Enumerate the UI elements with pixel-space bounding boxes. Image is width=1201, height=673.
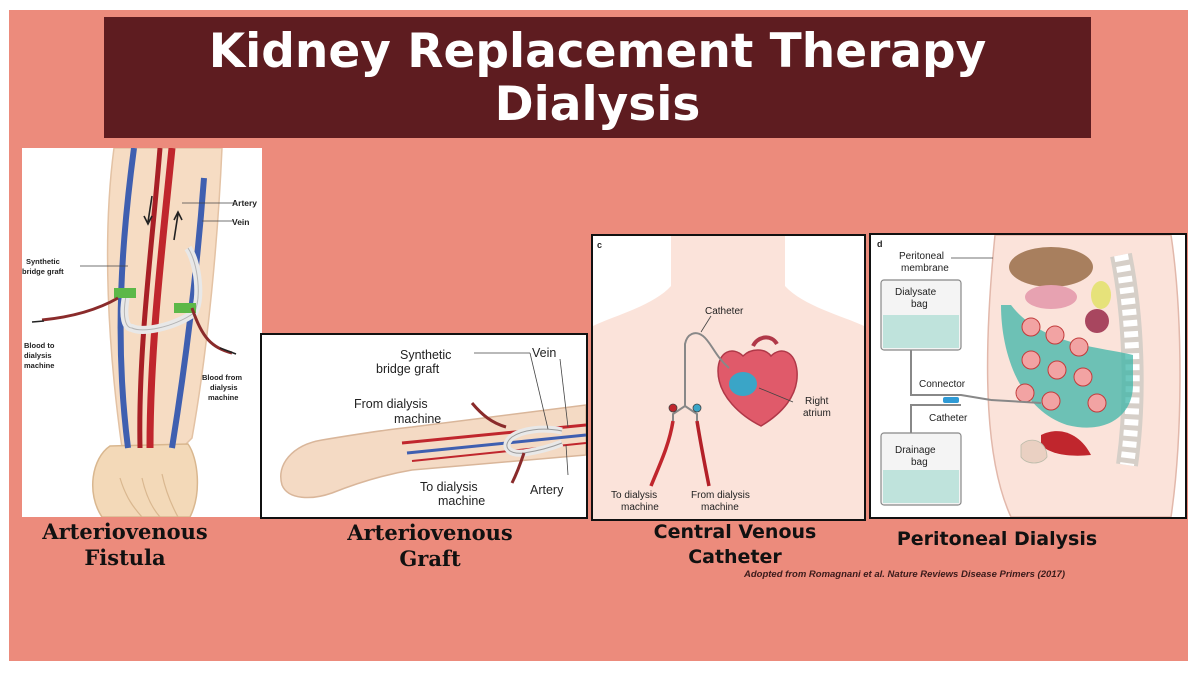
right-atrium-label-2: atrium <box>803 408 831 419</box>
citation-text: Adopted from Romagnani et al. Nature Rev… <box>744 569 1065 580</box>
graft-synthetic-label-1: Synthetic <box>400 348 451 362</box>
fistula-diagram: Artery Vein Synthetic bridge graft Blood… <box>22 148 262 517</box>
graft-vein-label: Vein <box>532 346 556 360</box>
catheter-from-label-1: From dialysis <box>691 490 750 501</box>
catheter-tube-to <box>649 420 675 487</box>
graft-caption: Arteriovenous Graft <box>310 520 550 572</box>
graft-caption-line-1: Arteriovenous <box>347 520 513 545</box>
hand-shape <box>91 443 199 517</box>
catheter-caption-line-1: Central Venous <box>653 521 817 543</box>
dialysate-label-1: Dialysate <box>895 287 937 298</box>
catheter-caption-line-2: Catheter <box>688 546 782 568</box>
peritoneal-diagram: d Peritoneal membrane <box>869 233 1187 519</box>
liver-shape <box>1009 247 1093 287</box>
fistula-to-label-1: Blood to <box>24 341 55 350</box>
tube-to-machine <box>41 296 119 322</box>
graft-to-label-2: machine <box>438 494 485 508</box>
right-atrium-shape <box>729 372 757 396</box>
title-line-2: Dialysis <box>494 77 701 132</box>
catheter-caption: Central Venous Catheter <box>630 520 840 570</box>
catheter-to-label-2: machine <box>621 502 659 513</box>
artery-main <box>146 148 176 449</box>
title-banner: Kidney Replacement Therapy Dialysis <box>104 17 1091 138</box>
peritoneal-panel-letter: d <box>877 239 883 249</box>
peritoneal-catheter-label: Catheter <box>929 413 968 424</box>
right-atrium-label-1: Right <box>805 396 829 407</box>
fistula-graft-label-1: Synthetic <box>26 257 60 266</box>
graft-synthetic-label-2: bridge graft <box>376 362 440 376</box>
fistula-graft-label-2: bridge graft <box>22 267 64 276</box>
fistula-from-label-3: machine <box>208 393 238 402</box>
fistula-caption-line-2: Fistula <box>84 545 166 570</box>
graft-caption-line-2: Graft <box>399 546 461 571</box>
fistula-caption: Arteriovenous Fistula <box>6 519 244 571</box>
peritoneal-caption: Peritoneal Dialysis <box>896 528 1098 550</box>
heart-shape <box>717 349 798 427</box>
fistula-vein-label: Vein <box>232 217 249 227</box>
catheter-panel-letter: c <box>597 240 602 250</box>
dialysate-label-2: bag <box>911 299 928 310</box>
catheter-from-label-2: machine <box>701 502 739 513</box>
fistula-from-label-2: dialysis <box>210 383 238 392</box>
fistula-to-label-2: dialysis <box>24 351 52 360</box>
title-line-1: Kidney Replacement Therapy <box>208 24 987 79</box>
peritoneal-tubing <box>910 350 992 401</box>
fistula-artery-label: Artery <box>232 198 257 208</box>
catheter-to-label-1: To dialysis <box>611 490 657 501</box>
catheter-label: Catheter <box>705 306 744 317</box>
catheter-tube-from <box>695 420 711 487</box>
tube-from-machine <box>190 307 233 355</box>
graft-artery-label: Artery <box>530 483 564 497</box>
connector-shape <box>943 397 959 403</box>
graft-clip-right <box>174 303 196 313</box>
graft-from-label-2: machine <box>394 412 441 426</box>
fistula-caption-line-1: Arteriovenous <box>42 519 208 544</box>
graft-from-label-1: From dialysis <box>354 397 428 411</box>
graft-to-label-1: To dialysis <box>420 480 478 494</box>
catheter-diagram: c Catheter Right atrium To dialysis mach… <box>591 234 866 521</box>
graft-vein-line <box>406 433 586 455</box>
membrane-label-2: membrane <box>901 263 949 274</box>
fistula-to-label-3: machine <box>24 361 54 370</box>
drainage-label-1: Drainage <box>895 445 936 456</box>
fistula-from-label-1: Blood from <box>202 373 242 382</box>
graft-tube-to <box>510 452 526 484</box>
graft-diagram: Synthetic bridge graft Vein From dialysi… <box>260 333 588 519</box>
catheter-line <box>684 332 730 406</box>
forearm-shape <box>106 148 223 449</box>
connector-label: Connector <box>919 379 966 390</box>
graft-clip-left <box>114 288 136 298</box>
membrane-label-1: Peritoneal <box>899 251 944 262</box>
graft-tube-from <box>470 402 507 429</box>
drainage-label-2: bag <box>911 457 928 468</box>
